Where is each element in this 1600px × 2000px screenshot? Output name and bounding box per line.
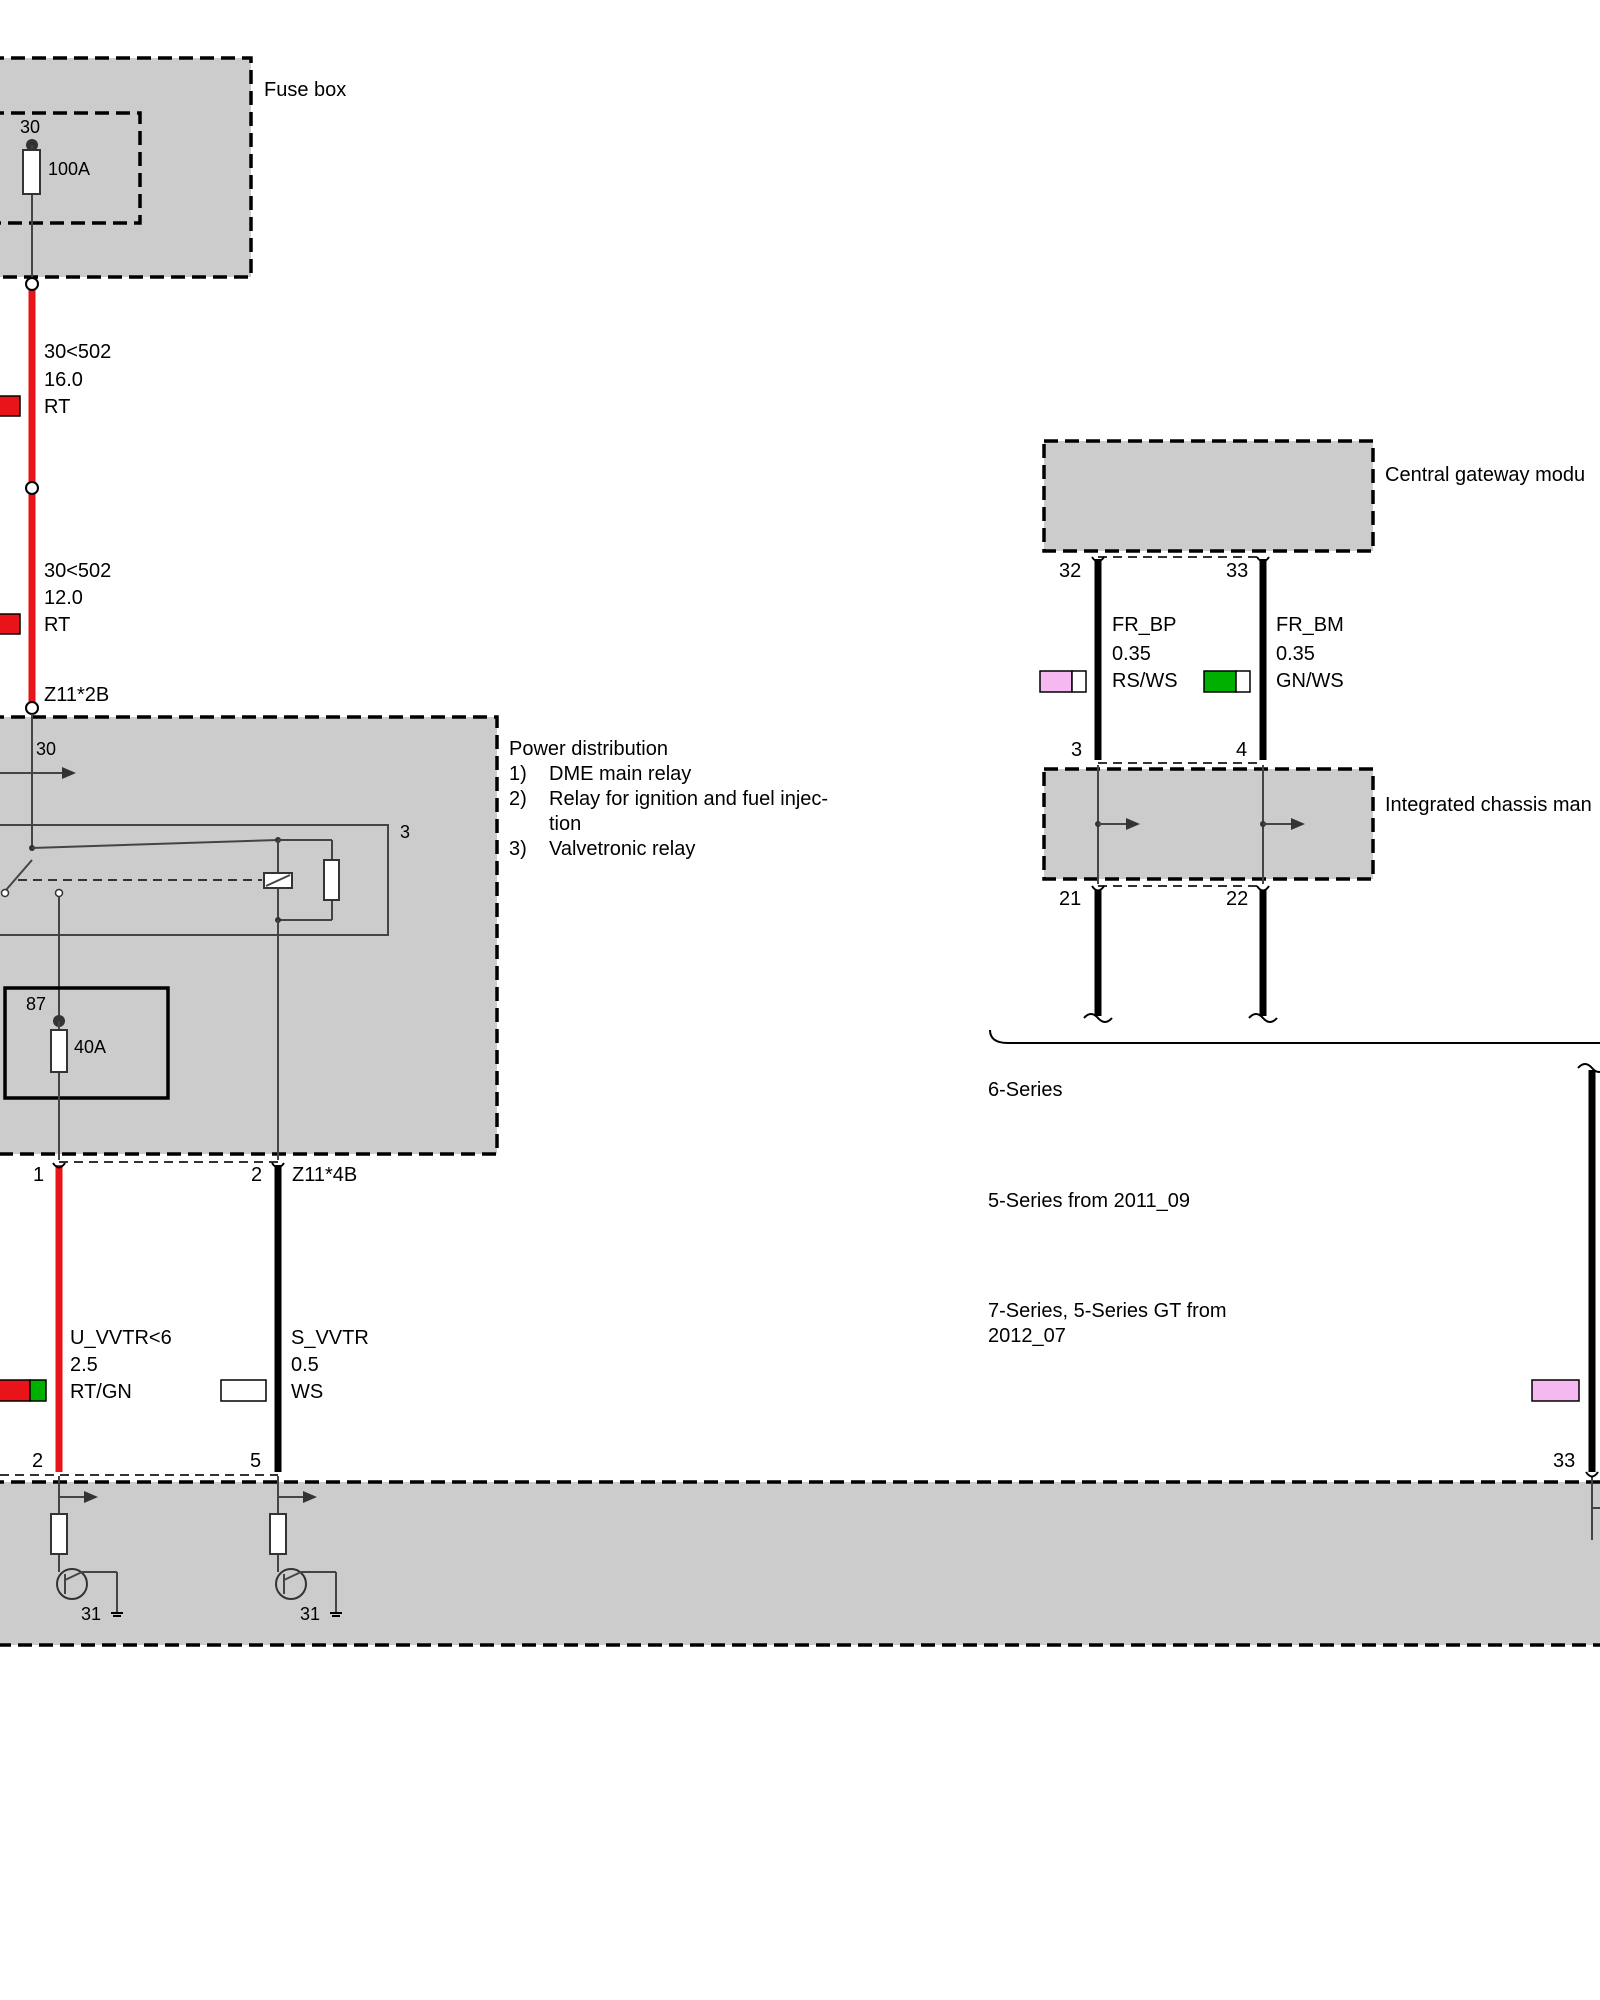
- wire-size: 0.35: [1276, 643, 1315, 665]
- icm-pin-4: 4: [1236, 739, 1247, 761]
- variant-7-series-5gt-date: 2012_07: [988, 1325, 1066, 1347]
- wire-name: FR_BP: [1112, 614, 1176, 636]
- wire-label-w2: 30<502 12.0 RT: [44, 560, 111, 636]
- pd-item-3-num: 3): [509, 838, 527, 860]
- power-distribution-module: 30 3 87 40A 1 2: [0, 714, 499, 1186]
- wire-color: WS: [291, 1381, 323, 1403]
- wire-label-w1: 30<502 16.0 RT: [44, 341, 111, 418]
- wire-color: RT/GN: [70, 1381, 132, 1403]
- integrated-chassis-module: Integrated chassis man 3 4 21 22: [1042, 739, 1592, 910]
- wire-label-fr-bp: FR_BP 0.35 RS/WS: [1112, 614, 1178, 692]
- bottom-pin-2: 2: [32, 1450, 43, 1472]
- central-gateway-label: Central gateway modu: [1385, 464, 1585, 486]
- wire-color-tag-pink: [1531, 1379, 1580, 1402]
- fuse-40a-label: 40A: [74, 1037, 106, 1057]
- pd-item-2b-text: tion: [549, 813, 581, 835]
- wire-label-s-vvtr: S_VVTR 0.5 WS: [291, 1327, 369, 1403]
- connector-z11-4b: Z11*4B: [292, 1164, 357, 1186]
- wire-name: U_VVTR<6: [70, 1327, 172, 1349]
- bottom-pin-33: 33: [1553, 1450, 1575, 1472]
- variant-7-series-5gt: 7-Series, 5-Series GT from: [988, 1300, 1227, 1322]
- pd-pin-1: 1: [33, 1164, 44, 1186]
- fuse-box-label: Fuse box: [264, 79, 346, 101]
- icm-pin-21: 21: [1059, 888, 1081, 910]
- variant-5-series-2011: 5-Series from 2011_09: [988, 1190, 1190, 1212]
- bottom-gnd-31a: 31: [81, 1604, 101, 1624]
- integrated-chassis-label: Integrated chassis man: [1385, 794, 1592, 816]
- wire-name: FR_BM: [1276, 614, 1344, 636]
- wire-label-fr-bm: FR_BM 0.35 GN/WS: [1276, 614, 1344, 692]
- gw-pin-33: 33: [1226, 560, 1248, 582]
- variant-brace: [989, 1029, 1600, 1044]
- wire-name: S_VVTR: [291, 1327, 369, 1349]
- wire-color-tag-ws: [220, 1379, 267, 1402]
- pd-item-1-text: DME main relay: [549, 763, 691, 785]
- wire-size: 12.0: [44, 587, 83, 609]
- pd-ref-3: 3: [400, 822, 410, 842]
- fuse-box-module: 30 100A Fuse box: [0, 56, 346, 284]
- wire-label-u-vvtr: U_VVTR<6 2.5 RT/GN: [70, 1327, 172, 1403]
- pd-item-2-text: Relay for ignition and fuel injec-: [549, 788, 828, 810]
- gw-pin-32: 32: [1059, 560, 1081, 582]
- wire-color-tag-gn-ws: [1203, 670, 1251, 693]
- wire-color-tag-rt-gn: [0, 1379, 47, 1402]
- pd-item-3-text: Valvetronic relay: [549, 838, 695, 860]
- wire-size: 0.5: [291, 1354, 319, 1376]
- wire-color: RT: [44, 614, 70, 636]
- fuse-100a-label: 100A: [48, 159, 90, 179]
- wire-size: 0.35: [1112, 643, 1151, 665]
- pd-pin-87: 87: [26, 994, 46, 1014]
- wire-color-tag-rt-2: [0, 613, 21, 635]
- pd-item-1-num: 1): [509, 763, 527, 785]
- icm-pin-22: 22: [1226, 888, 1248, 910]
- icm-pin-3: 3: [1071, 739, 1082, 761]
- connector-z11-2b: Z11*2B: [44, 684, 109, 706]
- bottom-gnd-31b: 31: [300, 1604, 320, 1624]
- bottom-control-module: 2 5 33 31 31: [0, 1450, 1600, 1647]
- power-distribution-label: Power distribution: [509, 738, 668, 760]
- wire-color-tag-rs-ws: [1039, 670, 1087, 693]
- pd-pin-2: 2: [251, 1164, 262, 1186]
- wire-color: GN/WS: [1276, 670, 1344, 692]
- central-gateway-module: Central gateway modu 32 33: [1042, 439, 1585, 582]
- fuse-box-pin-30: 30: [20, 117, 40, 137]
- wire-size: 16.0: [44, 369, 83, 391]
- wire-color-tag-rt-1: [0, 395, 21, 417]
- pd-pin-30: 30: [36, 739, 56, 759]
- wire-color: RS/WS: [1112, 670, 1178, 692]
- bottom-pin-5: 5: [250, 1450, 261, 1472]
- pd-item-2-num: 2): [509, 788, 527, 810]
- wire-name: 30<502: [44, 341, 111, 363]
- wire-name: 30<502: [44, 560, 111, 582]
- power-distribution-legend: Power distribution 1) DME main relay 2) …: [509, 738, 828, 860]
- variant-list: 6-Series 5-Series from 2011_09 7-Series,…: [988, 1079, 1227, 1347]
- variant-6-series: 6-Series: [988, 1079, 1062, 1101]
- wire-color: RT: [44, 396, 70, 418]
- wire-size: 2.5: [70, 1354, 98, 1376]
